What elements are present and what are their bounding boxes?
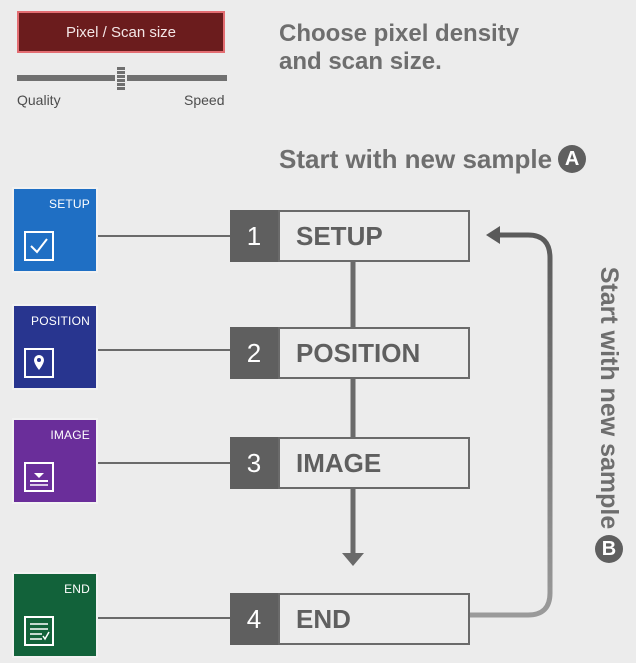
tile-image[interactable]: IMAGE: [12, 418, 98, 504]
tile-end-label: END: [64, 582, 90, 596]
step-1-box[interactable]: SETUP: [278, 210, 470, 262]
step-2-label: POSITION: [296, 337, 421, 368]
step-3-label: IMAGE: [296, 447, 382, 478]
quality-speed-slider-thumb[interactable]: [117, 67, 125, 91]
step-1-number: 1: [230, 210, 278, 262]
start-new-sample-b-heading: Start with new sample B: [591, 265, 627, 565]
tile-position[interactable]: POSITION: [12, 304, 98, 390]
tile-end[interactable]: END: [12, 572, 98, 658]
tile-setup-label: SETUP: [48, 197, 90, 211]
badge-b: B: [595, 535, 623, 564]
image-download-icon: [24, 462, 54, 492]
checkbox-icon: [24, 231, 54, 261]
step-4-label: END: [296, 603, 351, 634]
down-arrow-head: [342, 553, 364, 566]
pixel-scan-size-label: Pixel / Scan size: [65, 23, 177, 41]
step-2-box[interactable]: POSITION: [278, 327, 470, 379]
start-new-sample-b-text: Start with new sample: [595, 266, 624, 530]
tile-position-label: POSITION: [31, 314, 90, 328]
step-3-number: 3: [230, 437, 278, 489]
location-pin-icon: [24, 348, 54, 378]
slider-left-label: Quality: [17, 92, 61, 108]
list-check-icon: [24, 616, 54, 646]
pixel-scan-size-button[interactable]: Pixel / Scan size: [17, 11, 225, 53]
step-2-number: 2: [230, 327, 278, 379]
choose-heading-line1: Choose pixel density: [279, 20, 520, 47]
return-loop-arrow: [470, 232, 553, 618]
step-3-box[interactable]: IMAGE: [278, 437, 470, 489]
choose-heading-line2: and scan size.: [279, 48, 442, 75]
choose-heading: Choose pixel density and scan size.: [279, 20, 519, 76]
step-4-number: 4: [230, 593, 278, 645]
badge-a: A: [558, 145, 587, 173]
tile-setup[interactable]: SETUP: [12, 187, 98, 273]
return-arrow-head: [486, 226, 500, 244]
start-new-sample-a-heading: Start with new sample A: [279, 144, 587, 174]
start-new-sample-a-text: Start with new sample: [279, 144, 553, 174]
step-4-box[interactable]: END: [278, 593, 470, 645]
slider-right-label: Speed: [184, 92, 225, 108]
tile-image-label: IMAGE: [50, 428, 90, 442]
step-1-label: SETUP: [296, 220, 383, 251]
